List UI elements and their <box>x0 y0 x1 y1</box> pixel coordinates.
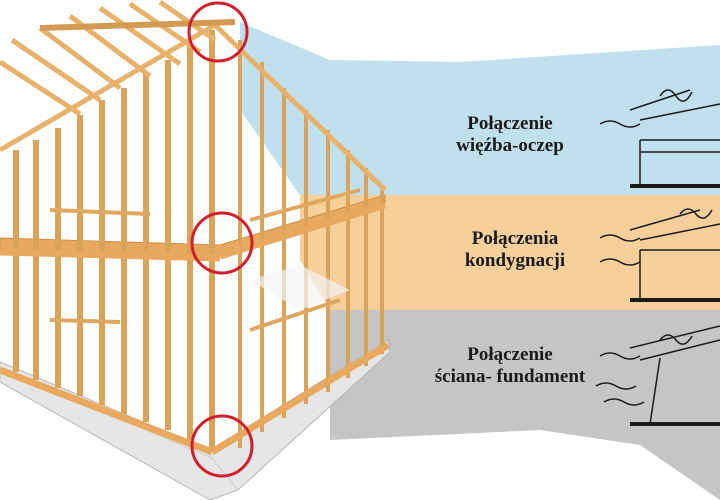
band-mid-background <box>300 195 720 310</box>
label-foundation-connection: Połączenie ściana- fundament <box>410 344 610 388</box>
highlight-circle-foundation <box>190 414 254 478</box>
label-foundation-line2: ściana- fundament <box>434 366 586 387</box>
label-floor-line2: kondygnacji <box>464 250 566 271</box>
label-roof-line2: więźba-oczep <box>456 135 564 156</box>
sketch-roof-connection <box>599 89 720 188</box>
highlight-circle-floor <box>190 211 254 275</box>
band-top-background <box>240 22 720 195</box>
label-roof-line1: Połączenie <box>467 113 553 134</box>
label-floor-connection: Połączenia kondygnacji <box>415 228 615 272</box>
label-foundation-line1: Połączenie <box>467 344 553 365</box>
label-roof-connection: Połączenie więźba-oczep <box>410 113 610 157</box>
sketch-foundation-connection <box>595 325 720 426</box>
sketch-floor-connection <box>599 208 720 302</box>
label-floor-line1: Połączenia <box>471 228 559 249</box>
highlight-circle-roof <box>187 1 249 63</box>
